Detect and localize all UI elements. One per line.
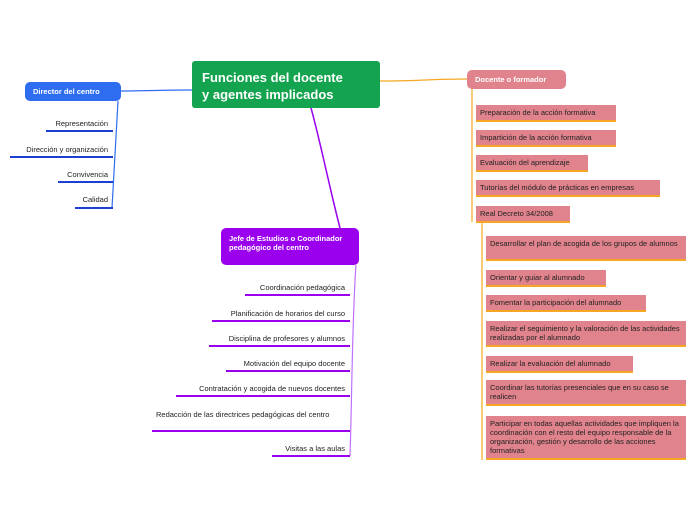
central-title-line1: Funciones del docente — [202, 70, 343, 85]
jefe-item-visitas[interactable]: Visitas a las aulas — [285, 444, 345, 453]
docente-item-tutorias[interactable]: Tutorías del módulo de prácticas en empr… — [476, 180, 660, 195]
jefe-item-motivacion[interactable]: Motivación del equipo docente — [243, 359, 345, 368]
jefe-item-planificacion[interactable]: Planificación de horarios del curso — [230, 309, 345, 318]
director-item-convivencia[interactable]: Convivencia — [67, 170, 108, 179]
central-title-line2: y agentes implicados — [202, 87, 334, 102]
decreto-item-seguimiento[interactable]: Realizar el seguimiento y la valoración … — [486, 321, 686, 345]
jefe-item-redaccion[interactable]: Redacción de las directrices pedagógicas… — [156, 410, 330, 419]
decreto-item-fomentar[interactable]: Fomentar la participación del alumnado — [486, 295, 646, 310]
docente-node[interactable]: Docente o formador — [467, 70, 566, 89]
decreto-item-evaluacion[interactable]: Realizar la evaluación del alumnado — [486, 356, 633, 371]
docente-item-preparacion[interactable]: Preparación de la acción formativa — [476, 105, 616, 120]
decreto-item-orientar[interactable]: Orientar y guiar al alumnado — [486, 270, 606, 285]
decreto-item-participar[interactable]: Participar en todas aquellas actividades… — [486, 416, 686, 458]
director-node[interactable]: Director del centro — [25, 82, 121, 101]
director-item-direccion[interactable]: Dirección y organización — [26, 145, 108, 154]
director-item-calidad[interactable]: Calidad — [82, 195, 108, 204]
jefe-item-contratacion[interactable]: Contratación y acogida de nuevos docente… — [199, 384, 345, 393]
director-item-representacion[interactable]: Representación — [55, 119, 108, 128]
decreto-item-plan-acogida[interactable]: Desarrollar el plan de acogida de los gr… — [486, 236, 686, 259]
jefe-node[interactable]: Jefe de Estudios o Coordinador pedagógic… — [221, 228, 359, 265]
jefe-item-disciplina[interactable]: Disciplina de profesores y alumnos — [228, 334, 345, 343]
docente-item-evaluacion[interactable]: Evaluación del aprendizaje — [476, 155, 588, 170]
docente-item-imparticion[interactable]: Impartición de la acción formativa — [476, 130, 616, 145]
central-topic[interactable]: Funciones del docente y agentes implicad… — [192, 61, 380, 108]
jefe-item-coordinacion[interactable]: Coordinación pedagógica — [259, 283, 345, 292]
docente-item-real-decreto[interactable]: Real Decreto 34/2008 — [476, 206, 570, 221]
decreto-item-coordinar[interactable]: Coordinar las tutorías presenciales que … — [486, 380, 686, 404]
